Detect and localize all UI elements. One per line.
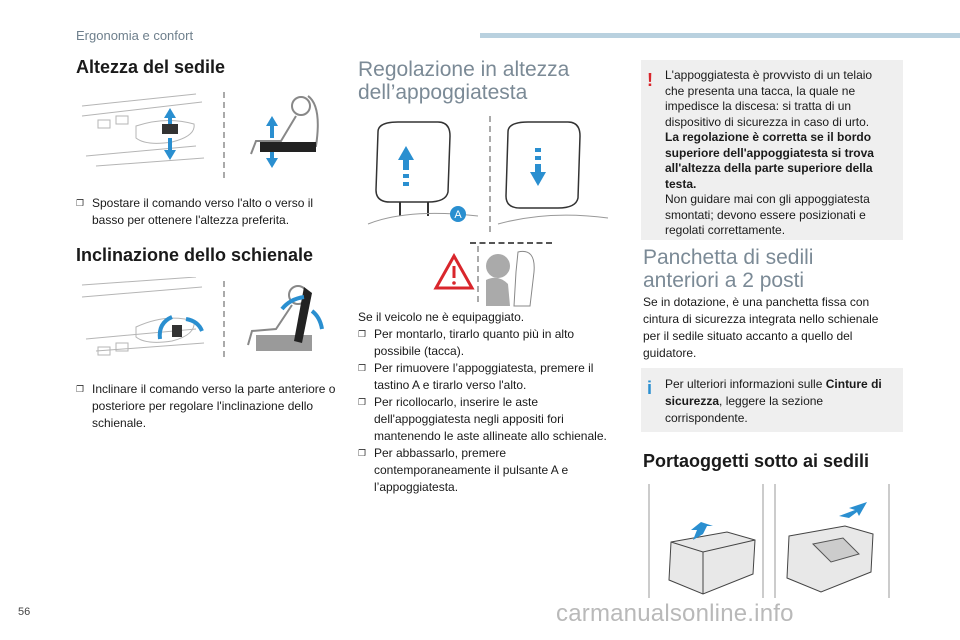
section-title: Ergonomia e confort (76, 28, 194, 43)
warning-icon: ! (647, 70, 653, 90)
info-text: Per ulteriori informazioni sulle Cinture… (665, 377, 882, 425)
headrest-bullet-1: ❐ Per montarlo, tirarlo quanto più in al… (358, 327, 575, 358)
bullet-marker: ❐ (358, 363, 367, 373)
backrest-illustration (81, 277, 324, 359)
label-a: A (454, 209, 462, 221)
bench-title-line1: Panchetta di sedili (643, 246, 814, 269)
headrest-title-line1: Regolazione in altezza (358, 58, 570, 81)
dashed-divider (470, 242, 552, 244)
bullet-marker: ❐ (358, 448, 367, 458)
info-box: i Per ulteriori informazioni sulle Cintu… (641, 368, 903, 432)
headrest-intro: Se il veicolo ne è equipaggiato. (358, 310, 525, 324)
backrest-bullet: ❐ Inclinare il comando verso la parte an… (76, 382, 336, 430)
bullet-marker: ❐ (76, 198, 85, 208)
bench-text: Se in dotazione, è una panchetta fissa c… (643, 295, 879, 360)
headrest-bullet-2: ❐ Per rimuovere l’appoggiatesta, premere… (358, 361, 594, 392)
seat-height-title: Altezza del sedile (76, 57, 226, 77)
warning-box: ! L'appoggiatesta è provvisto di un tela… (641, 60, 903, 240)
header-bar (480, 33, 960, 38)
bullet-marker: ❐ (358, 329, 367, 339)
headrest-illustration: A (367, 116, 609, 307)
bench-title-line2: anteriori a 2 posti (643, 269, 805, 292)
page-number: 56 (18, 606, 31, 618)
storage-title: Portaoggetti sotto ai sedili (643, 451, 870, 471)
bullet-marker: ❐ (76, 384, 85, 394)
seat-height-illustration (81, 92, 319, 180)
watermark: carmanualsonline.info (556, 600, 794, 627)
warning-text: L'appoggiatesta è provvisto di un telaio… (665, 68, 874, 237)
headrest-bullet-3: ❐ Per ricollocarlo, inserire le aste del… (358, 395, 607, 443)
bullet-marker: ❐ (358, 397, 367, 407)
headrest-bullet-4: ❐ Per abbassarlo, premere contemporaneam… (358, 446, 569, 494)
headrest-title-line2: dell’appoggiatesta (358, 81, 528, 104)
seat-height-bullet: ❐ Spostare il comando verso l'alto o ver… (76, 196, 314, 227)
storage-illustration (648, 484, 890, 598)
info-icon: i (647, 378, 653, 398)
backrest-title: Inclinazione dello schienale (76, 245, 314, 265)
